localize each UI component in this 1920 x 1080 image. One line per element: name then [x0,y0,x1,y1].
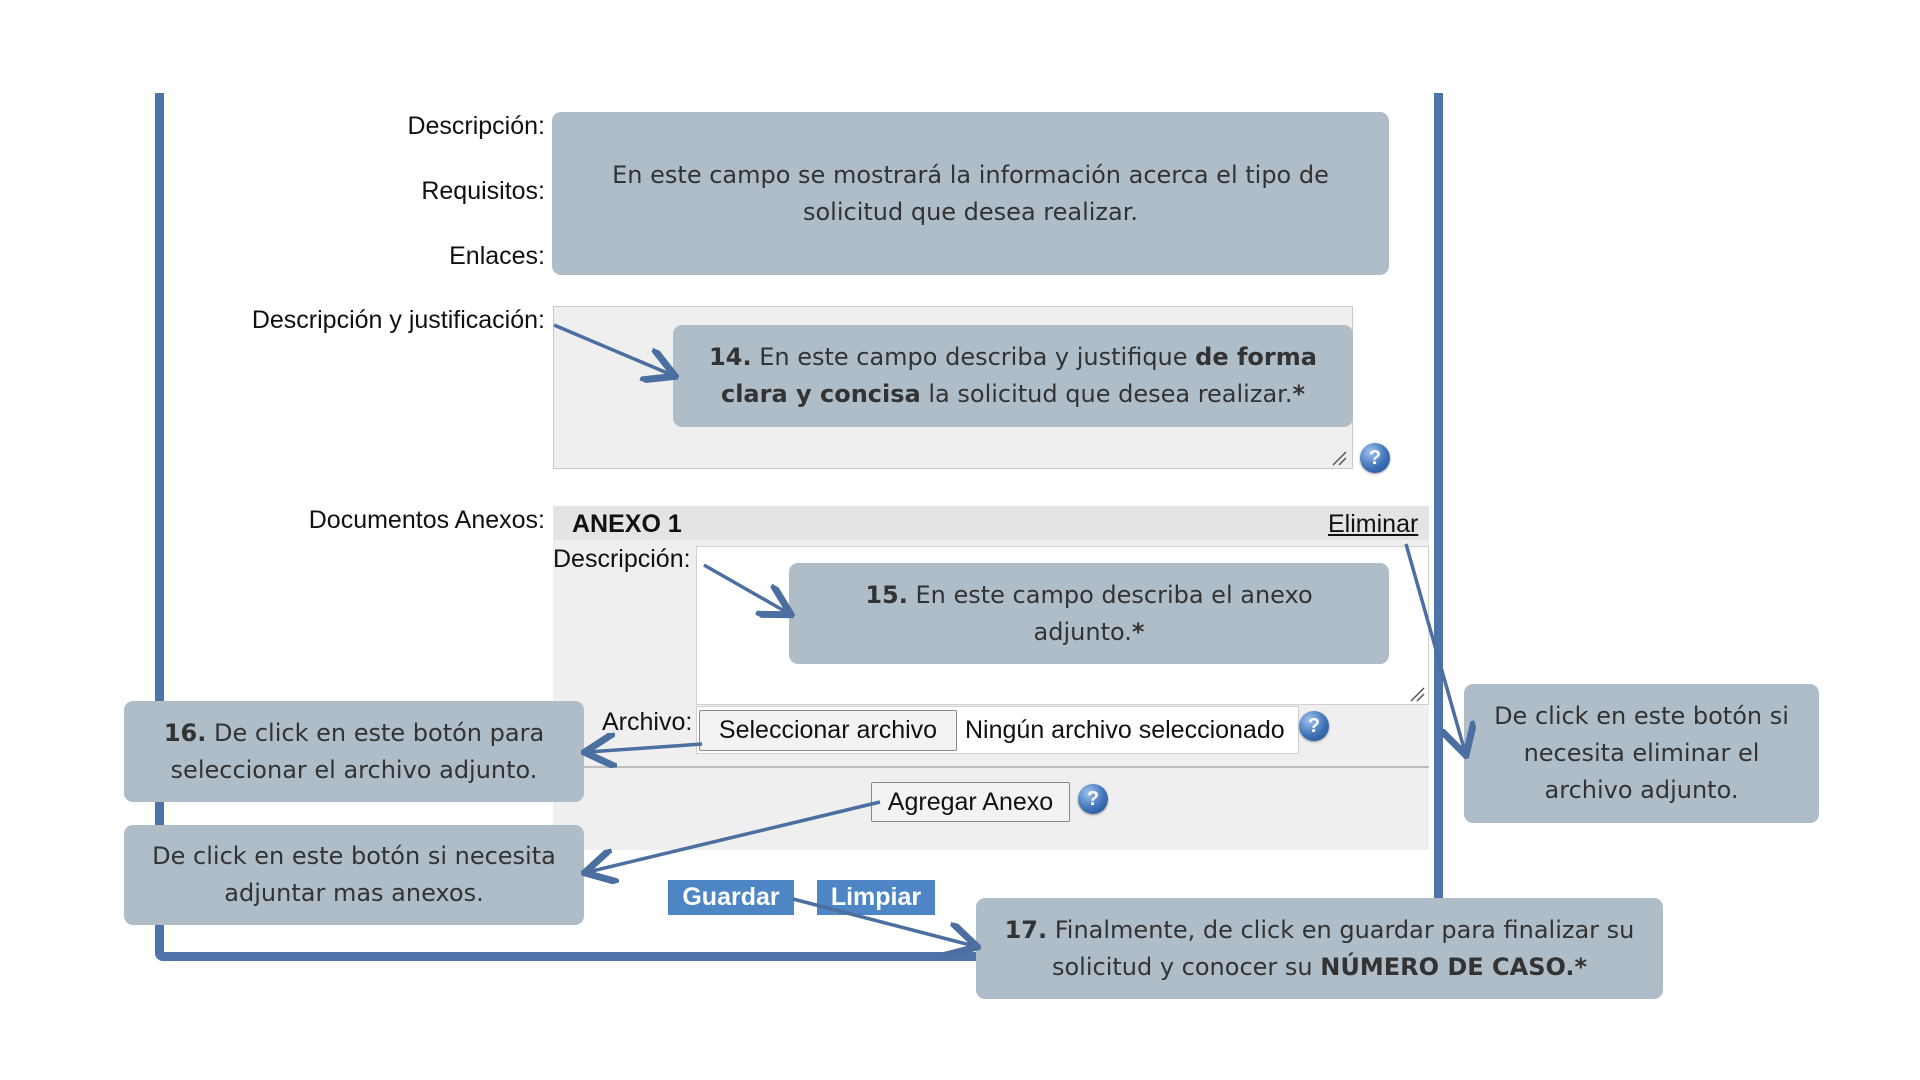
limpiar-button[interactable]: Limpiar [817,880,935,915]
callout-14-text-a: En este campo describa y justifique [751,343,1196,371]
archivo-label: Archivo: [602,708,693,736]
callout-16-number: 16. [163,718,207,747]
callout-14-bold: de forma clara y concisa [720,343,1317,408]
callout-15-text: En este campo describa el anexo adjunto. [907,580,1313,646]
callout-agregar-text: De click en este botón si necesita adjun… [152,842,556,907]
callout-15-star: * [1131,617,1145,646]
anexo-title: ANEXO 1 [572,510,682,538]
callout-agregar: De click en este botón si necesita adjun… [124,825,584,925]
divider [553,766,1429,768]
resize-handle-icon[interactable] [1409,686,1425,702]
callout-17-bold: NÚMERO DE CASO.* [1320,952,1588,981]
callout-15: 15. En este campo describa el anexo adju… [789,563,1389,664]
seleccionar-archivo-button[interactable]: Seleccionar archivo [699,710,957,751]
info-callout-text: En este campo se mostrará la información… [612,160,1329,226]
callout-14: 14. En este campo describa y justifique … [673,325,1353,427]
callout-eliminar-text: De click en este botón si necesita elimi… [1494,702,1789,804]
callout-15-number: 15. [865,580,908,609]
callout-17-text: Finalmente, de click en guardar para fin… [1047,915,1635,981]
descripcion-label: Descripción: [407,112,545,140]
enlaces-label: Enlaces: [449,242,545,270]
agregar-anexo-button[interactable]: Agregar Anexo [871,782,1070,822]
ningun-archivo-text: Ningún archivo seleccionado [965,716,1285,744]
callout-14-number: 14. [709,343,752,371]
callout-14-text-c: la solicitud que desea realizar. [920,380,1293,408]
info-callout: En este campo se mostrará la información… [552,112,1389,275]
callout-16-text: De click en este botón para seleccionar … [170,718,545,784]
anexo-header [553,506,1429,540]
callout-16: 16. De click en este botón para seleccio… [124,701,584,802]
callout-17-number: 17. [1004,915,1048,944]
eliminar-link[interactable]: Eliminar [1328,510,1419,538]
requisitos-label: Requisitos: [421,177,545,205]
help-icon[interactable]: ? [1078,784,1108,814]
help-icon[interactable]: ? [1360,443,1390,473]
resize-handle-icon[interactable] [1331,450,1347,466]
callout-eliminar: De click en este botón si necesita elimi… [1464,684,1819,823]
documentos-anexos-label: Documentos Anexos: [308,506,545,534]
anexo-descripcion-label: Descripción: [553,545,691,573]
form-frame [155,93,1443,961]
callout-14-star: * [1292,380,1306,408]
callout-17: 17. Finalmente, de click en guardar para… [976,898,1663,999]
guardar-button[interactable]: Guardar [668,880,794,915]
help-icon[interactable]: ? [1299,711,1329,741]
justificacion-label: Descripción y justificación: [251,306,545,334]
